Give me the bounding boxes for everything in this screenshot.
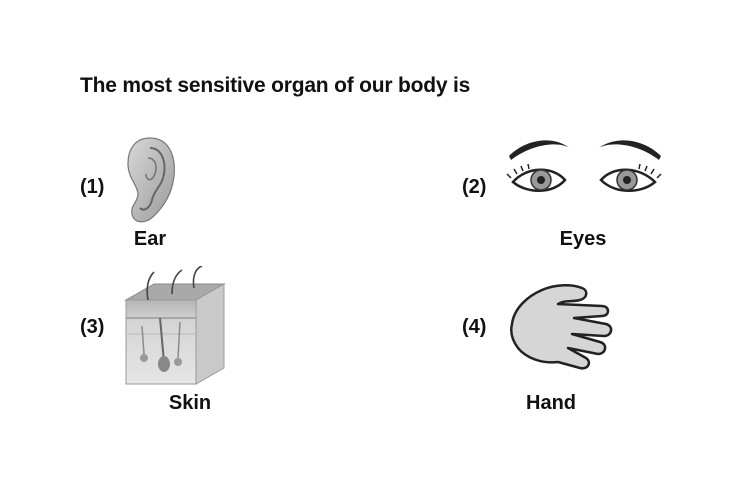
- hand-icon: [506, 278, 614, 374]
- eyes-icon: [505, 134, 665, 206]
- option-number: (3): [80, 316, 105, 338]
- option-label: Hand: [526, 392, 576, 414]
- option-number: (2): [462, 176, 487, 198]
- option-label: Ear: [133, 228, 167, 250]
- skin-icon: [120, 266, 230, 390]
- option-label: Skin: [168, 392, 212, 414]
- question-text: The most sensitive organ of our body is: [80, 74, 471, 97]
- ear-icon: [120, 136, 178, 226]
- option-label: Eyes: [559, 228, 607, 250]
- option-number: (4): [462, 316, 487, 338]
- option-number: (1): [80, 176, 105, 198]
